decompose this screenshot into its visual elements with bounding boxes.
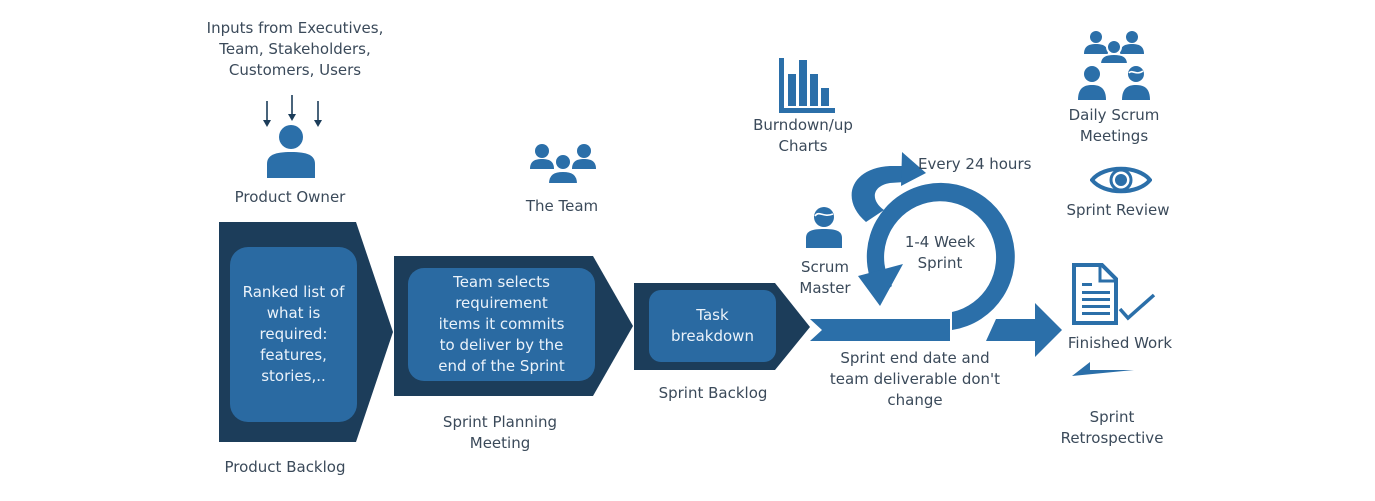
scrum-master-icon [806, 207, 842, 248]
sprint-cycle-arrow [810, 182, 1015, 341]
sprint-review-label: Sprint Review [1066, 201, 1170, 219]
daily-scrum-label: Daily Scrum Meetings [1068, 106, 1160, 145]
sprint-planning-box-text: Team selects requirement items it commit… [438, 273, 565, 375]
sprint-retrospective-label: Sprint Retrospective [1060, 408, 1164, 447]
down-arrows-icon [263, 95, 322, 127]
burndown-label: Burndown/up Charts [753, 116, 853, 155]
document-check-icon [1072, 263, 1156, 325]
daily-scrum-icon [1078, 31, 1150, 100]
product-backlog-label: Product Backlog [224, 458, 346, 476]
sprint-planning-inner-box [408, 268, 595, 381]
eye-icon [1090, 166, 1152, 194]
team-label: The Team [525, 197, 599, 215]
team-icon [530, 144, 596, 185]
deliver-arrow [986, 303, 1062, 357]
finished-work-label: Finished Work [1067, 334, 1173, 352]
sprint-planning-label: Sprint Planning Meeting [442, 413, 558, 452]
sprint-rule-note: Sprint end date and team deliverable don… [829, 349, 1001, 409]
scrum-master-label: Scrum Master [799, 258, 851, 297]
sprint-backlog-inner-box [649, 290, 776, 362]
sprint-backlog-box-text: Task breakdown [671, 306, 754, 345]
product-backlog-inner-box [230, 247, 357, 422]
daily-cycle-label: Every 24 hours [918, 155, 1032, 173]
product-owner-icon [267, 125, 315, 178]
daily-loop-arrow [851, 152, 926, 222]
sprint-backlog-label: Sprint Backlog [658, 384, 768, 402]
bar-chart-icon [779, 58, 835, 113]
return-arrow-icon [1072, 362, 1134, 376]
inputs-text: Inputs from Executives, Team, Stakeholde… [206, 19, 384, 79]
product-owner-label: Product Owner [234, 188, 346, 206]
sprint-duration-label: 1-4 Week Sprint [904, 233, 976, 272]
product-backlog-box-text: Ranked list of what is required: feature… [242, 283, 345, 385]
